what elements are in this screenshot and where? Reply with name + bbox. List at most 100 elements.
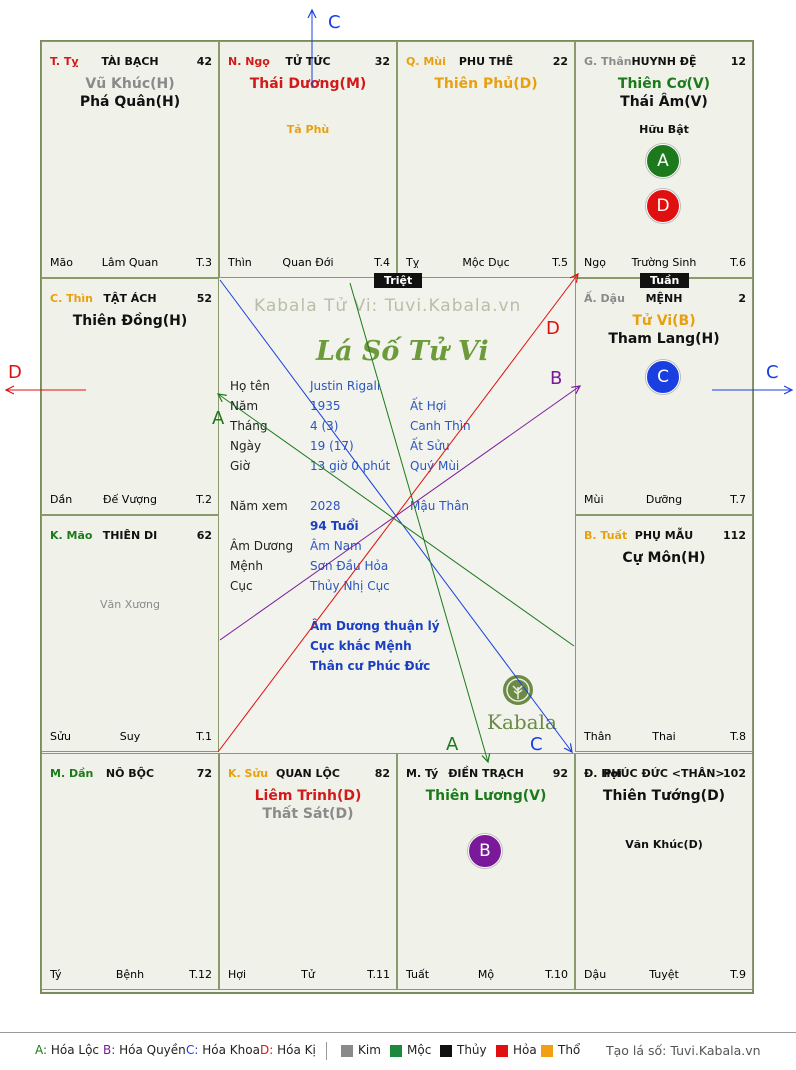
legend-item: D: Hóa Kị — [260, 1043, 316, 1057]
info-value: 1935 — [310, 399, 341, 413]
period-label: T.8 — [730, 730, 746, 743]
period-label: T.3 — [196, 256, 212, 269]
period-label: T.9 — [730, 968, 746, 981]
major-star: Phá Quân(H) — [79, 94, 181, 110]
hoa-quyen-marker: B — [468, 834, 502, 868]
chart-title: Lá Số Tử Vi — [316, 336, 489, 367]
major-star: Thất Sát(D) — [262, 806, 354, 822]
major-star: Thái Dương(M) — [249, 76, 367, 92]
chart-note: Thân cư Phúc Đức — [310, 659, 431, 673]
branch-label: Dần — [50, 493, 73, 506]
major-star: Thiên Tướng(D) — [602, 788, 726, 804]
period-label: T.2 — [196, 493, 212, 506]
aspect-line-label: A — [446, 734, 459, 755]
info-value-2: Mậu Thân — [410, 499, 470, 513]
life-stage: Mộ — [477, 968, 495, 981]
palace-stem-branch: K. Sửu — [228, 767, 269, 780]
info-label: Năm xem — [230, 499, 288, 513]
info-value: 13 giờ 0 phút — [310, 459, 391, 473]
palace-number: 12 — [730, 55, 746, 68]
branch-label: Tuất — [406, 968, 430, 981]
life-stage: Tuyệt — [649, 968, 679, 981]
palace-name: QUAN LỘC — [276, 767, 340, 780]
info-label: Giờ — [230, 459, 250, 473]
major-star: Thiên Cơ(V) — [617, 76, 711, 92]
life-stage: Quan Đới — [282, 256, 334, 269]
element-label: Kim — [358, 1043, 381, 1057]
info-label: Họ tên — [230, 379, 270, 393]
branch-label: Tỵ — [406, 256, 420, 269]
palace-number: 82 — [374, 767, 390, 780]
period-label: T.10 — [545, 968, 568, 981]
element-swatch — [440, 1045, 452, 1057]
palace-stem-branch: B. Tuất — [584, 529, 628, 542]
kabala-logo-text: Kabala — [487, 710, 557, 734]
major-star: Thiên Phủ(D) — [434, 76, 538, 92]
aspect-line-label: B — [550, 368, 563, 389]
palace-stem-branch: Q. Mùi — [406, 55, 446, 68]
palace-stem-branch: G. Thân — [584, 55, 632, 68]
element-label: Mộc — [407, 1043, 432, 1057]
palace-number: 42 — [196, 55, 212, 68]
element-swatch — [541, 1045, 553, 1057]
hoa-ky-marker: D — [646, 189, 680, 223]
minor-star: Hữu Bật — [639, 123, 689, 136]
legend-item: A: Hóa Lộc — [35, 1043, 100, 1057]
aspect-line-label: D — [546, 318, 560, 339]
palace-number: 92 — [552, 767, 568, 780]
palace-name: PHỤ MẪU — [634, 529, 694, 542]
info-value: 19 (17) — [310, 439, 354, 453]
chart-note: Âm Dương thuận lý — [310, 619, 440, 633]
palace-number: 62 — [196, 529, 212, 542]
info-value: Thủy Nhị Cục — [310, 579, 390, 593]
triet-tag: Triệt — [374, 273, 423, 288]
legend-item: B: Hóa Quyền — [103, 1043, 186, 1057]
minor-star: Văn Khúc(D) — [625, 838, 703, 851]
branch-label: Tý — [50, 968, 62, 981]
life-stage: Dưỡng — [645, 493, 683, 506]
palace-number: 72 — [196, 767, 212, 780]
palace-name: MỆNH — [645, 292, 683, 305]
tuan-tag: Tuần — [640, 273, 690, 288]
branch-label: Sửu — [50, 730, 71, 743]
life-stage: Đế Vượng — [103, 493, 157, 506]
branch-label: Mão — [50, 256, 73, 269]
element-swatch — [390, 1045, 402, 1057]
palace-name: HUYNH ĐỆ — [631, 55, 697, 68]
palace-number: 32 — [374, 55, 390, 68]
palace-number: 52 — [196, 292, 212, 305]
major-star: Vũ Khúc(H) — [85, 76, 175, 92]
palace-stem-branch: T. Tỵ — [50, 55, 79, 68]
major-star: Thiên Đồng(H) — [72, 313, 188, 329]
palace-name: ĐIỀN TRẠCH — [448, 767, 524, 780]
period-label: T.4 — [374, 256, 390, 269]
life-stage: Tử — [301, 968, 315, 981]
period-label: T.5 — [552, 256, 568, 269]
aspect-line-label: A — [212, 408, 225, 429]
palace-name: THIÊN DI — [102, 529, 158, 542]
life-stage: Bệnh — [115, 968, 145, 981]
period-label: T.6 — [730, 256, 746, 269]
hoa-khoa-marker: C — [646, 360, 680, 394]
major-star: Thiên Lương(V) — [425, 788, 547, 804]
palace-number: 112 — [723, 529, 746, 542]
branch-label: Hợi — [228, 968, 247, 981]
palace-stem-branch: K. Mão — [50, 529, 93, 542]
info-label: Âm Dương — [230, 539, 294, 553]
chart-note: Cục khắc Mệnh — [310, 639, 412, 653]
info-value-2: Quý Mùi — [410, 459, 460, 473]
period-label: T.11 — [367, 968, 390, 981]
life-stage: Suy — [119, 730, 141, 743]
major-star: Thái Âm(V) — [620, 94, 708, 110]
info-label: Ngày — [230, 439, 262, 453]
branch-label: Dậu — [584, 968, 607, 981]
palace-name: PHU THÊ — [458, 55, 514, 68]
